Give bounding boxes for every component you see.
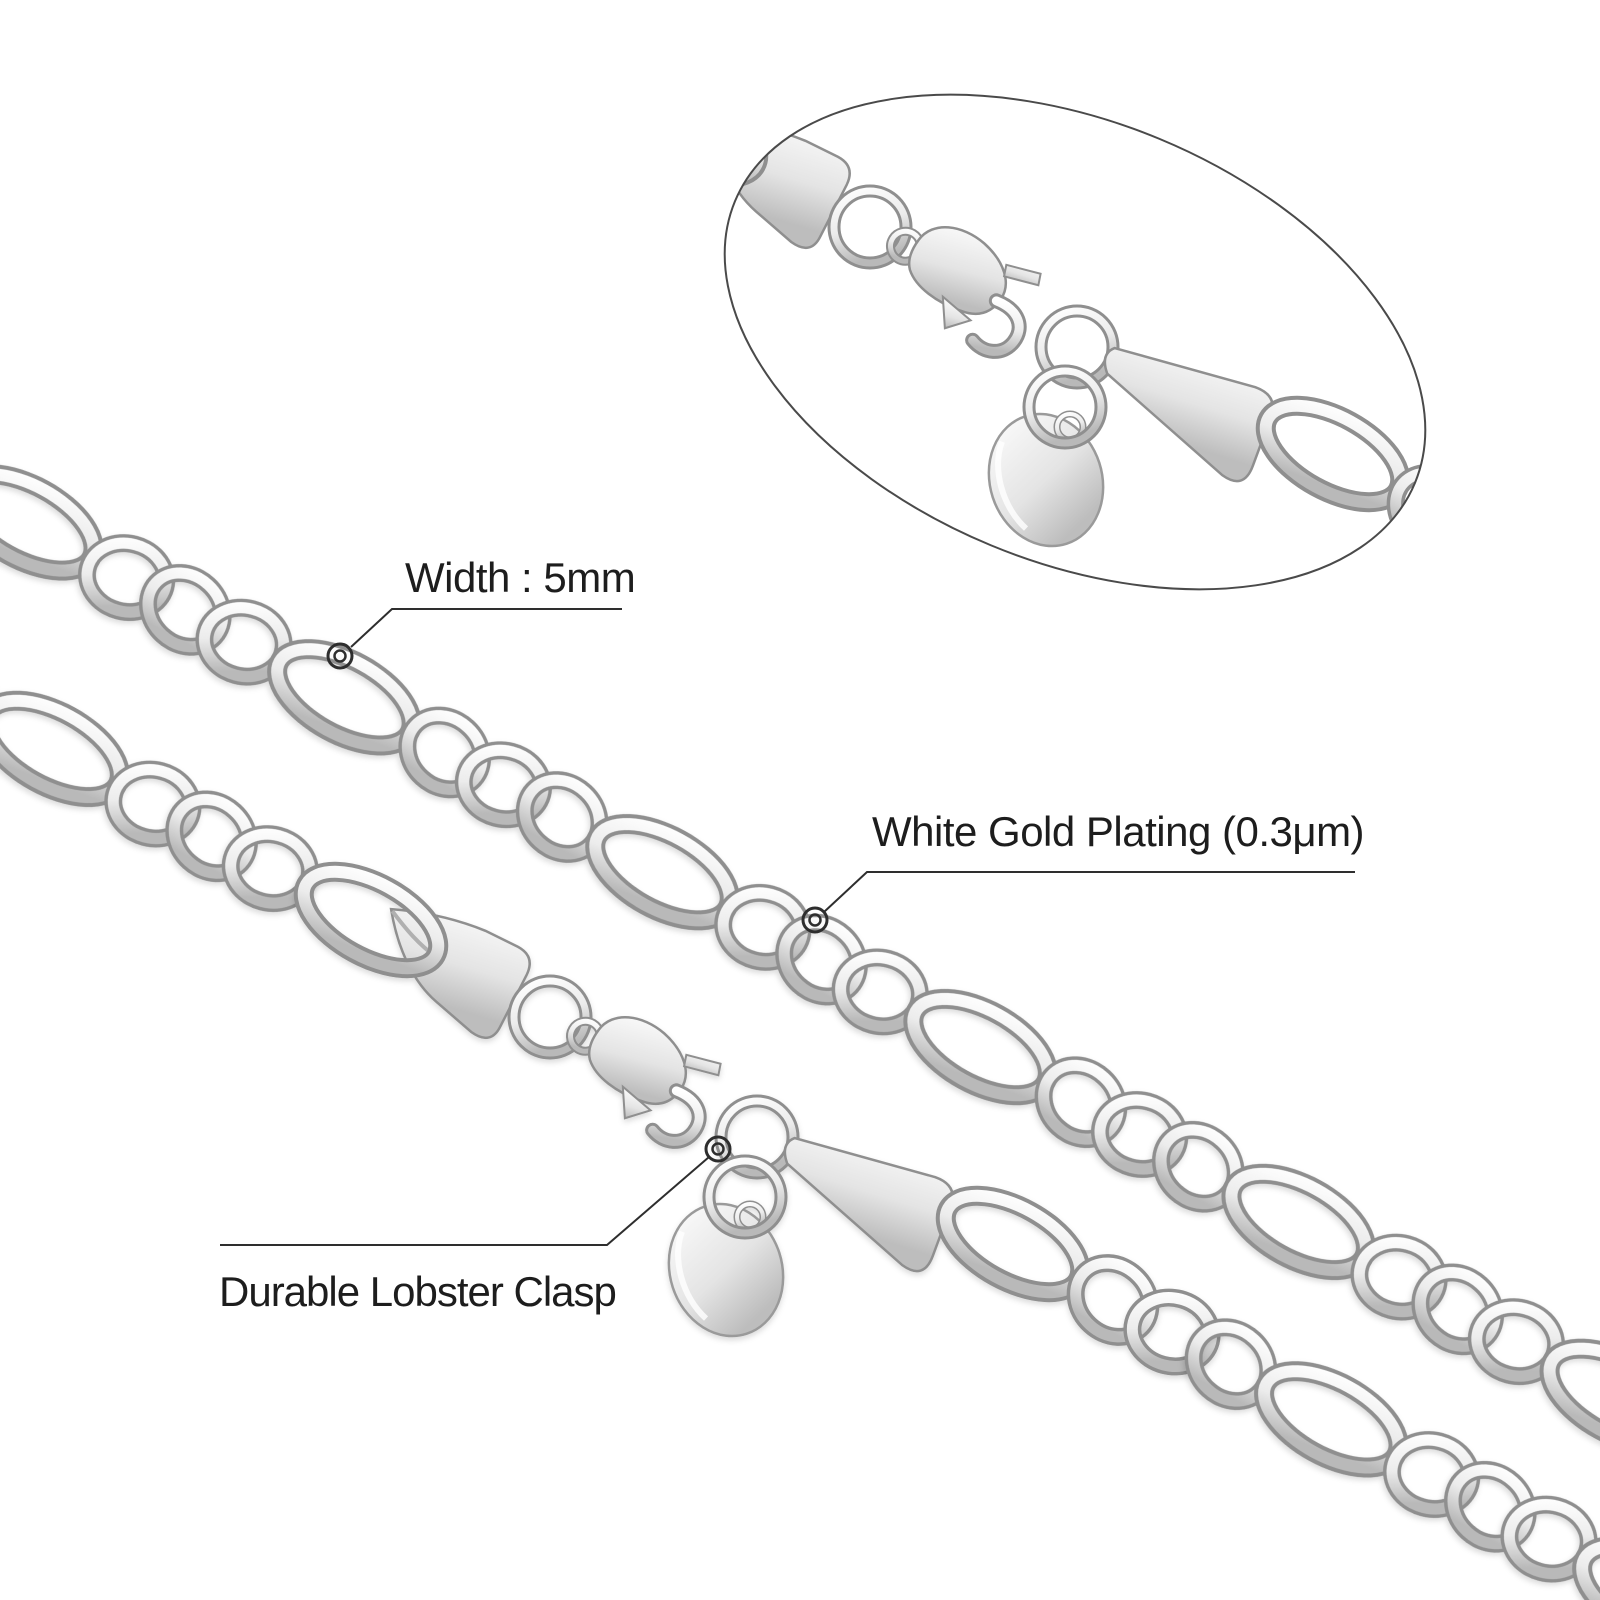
leader-line-clasp: [220, 1156, 710, 1246]
chain-strand-lower-right: [1169, 1304, 1600, 1600]
figaro-link-long: [1534, 1329, 1600, 1465]
annotation-plating-label: White Gold Plating (0.3μm): [872, 808, 1365, 855]
inset-border: [723, 93, 1427, 591]
callout-lines: [220, 608, 1355, 1246]
inset-background: [724, 94, 1426, 590]
annotation-width-label: Width : 5mm: [405, 554, 636, 601]
inset-oval: [608, 0, 1539, 686]
leader-line-plating: [823, 871, 1355, 913]
leader-line-width: [350, 608, 622, 648]
annotation-clasp-label: Durable Lobster Clasp: [219, 1268, 617, 1315]
